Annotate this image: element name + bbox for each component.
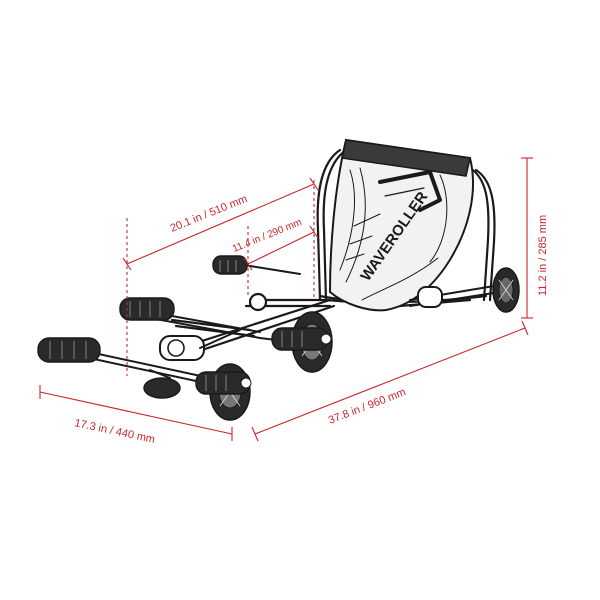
seat: WAVEROLLER [328,138,474,312]
dim-line-front-width [39,385,233,441]
label-front-width: 17.3 in / 440 mm [73,417,156,446]
rear-axle [409,284,501,308]
dim-line-seat-width [122,177,319,271]
label-axle-gap: 11.4 in / 290 mm [231,217,304,255]
label-total-length: 37.8 in / 960 mm [327,386,408,427]
upper-handlebar [119,297,261,339]
top-grip [212,255,301,275]
dim-line-height [521,157,533,319]
dimension-annotations [39,157,533,442]
middle-wheel [259,311,333,373]
dashed-guides [126,180,315,376]
front-handlebar [37,337,211,385]
rear-wheel [492,267,520,313]
front-pivot [159,329,241,361]
label-height: 11.2 in / 285 mm [537,215,549,296]
front-left-wheel [143,369,181,399]
dim-line-total-length [251,320,529,442]
ride-on-illustration: WAVEROLLER [37,138,520,421]
dim-line-axle-gap [243,225,319,271]
front-right-wheel [195,363,252,421]
